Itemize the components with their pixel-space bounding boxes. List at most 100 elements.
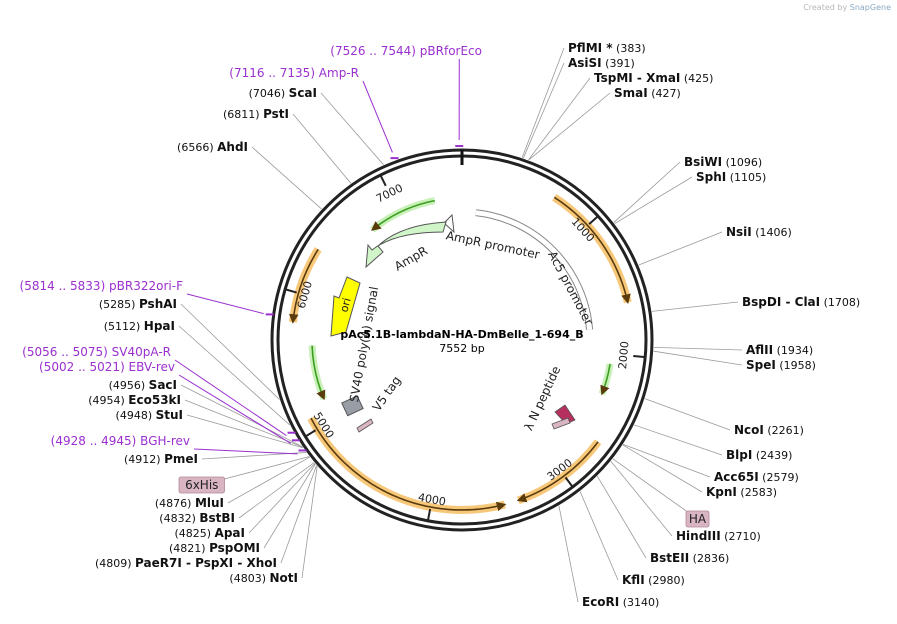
enzyme-leader-line — [528, 92, 611, 161]
tick-mark — [426, 508, 432, 521]
enzyme-label: (4825) ApaI — [174, 526, 245, 540]
enzyme-leader-line — [622, 444, 703, 493]
primer-label: (4928 .. 4945) BGH-rev — [51, 434, 190, 448]
primer-label: (5002 .. 5021) EBV-rev — [39, 360, 175, 374]
labels-layer: PflMI * (383)AsiSI (391)TspMI - XmaI (42… — [20, 41, 861, 609]
orf-direction-line-green — [371, 199, 435, 231]
enzyme-label: SpeI (1958) — [746, 358, 816, 372]
enzyme-leader-line — [251, 146, 322, 210]
enzyme-label: (4954) Eco53kI — [88, 393, 181, 407]
created-by-text: Created by — [803, 3, 848, 12]
ampr-label: AmpR — [392, 244, 430, 274]
center-title: pAc5.1B-lambdaN-HA-DmBelle_1-694_B 7552 … — [340, 328, 583, 355]
ac5-promoter-label: Ac5 promoter — [545, 249, 596, 328]
small-tag-box — [356, 418, 374, 433]
v5-tag-label: V5 tag — [370, 374, 404, 414]
enzyme-leader-line — [579, 491, 619, 581]
enzyme-leader-line — [180, 384, 303, 448]
enzyme-label: NsiI (1406) — [726, 225, 792, 239]
orf-direction-line-green — [600, 363, 611, 396]
plasmid-length: 7552 bp — [439, 342, 484, 355]
enzyme-label: BlpI (2439) — [726, 448, 792, 462]
ac5-promoter-arc-fill — [475, 210, 593, 330]
enzyme-leader-line — [614, 176, 693, 224]
enzyme-label: (5285) PshAI — [99, 297, 177, 311]
enzyme-label: BsiWI (1096) — [684, 155, 762, 169]
enzyme-label: HindIII (2710) — [676, 529, 761, 543]
enzyme-leader-line — [610, 461, 673, 537]
enzyme-leader-line — [178, 325, 291, 426]
enzyme-leader-line — [180, 303, 280, 400]
tag-box — [178, 476, 225, 494]
orf-direction-line — [553, 196, 631, 304]
enzyme-leader-line — [651, 301, 739, 312]
tick-mark — [379, 174, 387, 187]
enzyme-label: (6566) AhdI — [177, 140, 248, 154]
enzyme-leader-line — [280, 465, 317, 564]
enzyme-label: (4803) NotI — [229, 571, 298, 585]
enzyme-label: (4948) StuI — [116, 408, 183, 422]
tick-mark — [588, 215, 599, 225]
tick-label: 4000 — [417, 491, 447, 509]
enzyme-label: (6811) PstI — [223, 107, 289, 121]
primer-leader-line — [174, 359, 287, 437]
enzyme-leader-line — [238, 462, 315, 519]
orf-direction-line — [310, 417, 507, 512]
enzyme-leader-line — [634, 424, 723, 456]
backbone-layer — [270, 148, 654, 532]
enzyme-label: (4876) MluI — [155, 496, 224, 510]
snapgene-logo-text: SnapGene — [849, 3, 891, 12]
enzyme-label: SmaI (427) — [614, 86, 681, 100]
enzyme-label: PflMI * (383) — [568, 41, 646, 55]
enzyme-leader-line — [528, 77, 591, 161]
enzyme-leader-line — [653, 346, 743, 351]
enzyme-label: (4809) PaeR7I - PspXI - XhoI — [95, 556, 277, 570]
enzyme-leader-line — [301, 466, 318, 579]
enzyme-leader-line — [292, 113, 352, 184]
enzyme-label: BspDI - ClaI (1708) — [742, 295, 860, 309]
enzyme-leader-line — [186, 414, 304, 449]
tick-mark — [564, 476, 574, 488]
enzyme-leader-line — [613, 161, 681, 223]
enzyme-label: (4912) PmeI — [124, 452, 198, 466]
primer-label: (7116 .. 7135) Amp-R — [229, 66, 359, 80]
enzyme-leader-line — [622, 444, 711, 478]
tag-label: 6xHis — [185, 478, 218, 492]
orf-arc-green — [308, 345, 328, 401]
enzyme-label: (7046) ScaI — [249, 86, 317, 100]
tick-mark — [284, 288, 297, 294]
enzyme-label: AflII (1934) — [746, 343, 813, 357]
enzyme-leader-line — [644, 398, 731, 431]
v5-tag-box — [341, 395, 364, 417]
enzyme-label: AsiSI (391) — [568, 56, 635, 70]
tag-label: HA — [689, 512, 707, 526]
enzyme-leader-line — [248, 463, 316, 534]
enzyme-label: Acc65I (2579) — [714, 470, 799, 484]
primer-leader-line — [193, 448, 298, 455]
ampr-arrow — [365, 221, 447, 269]
orf-direction-line — [288, 248, 319, 324]
enzyme-label: BstEII (2836) — [650, 551, 729, 565]
tick-label: 2000 — [616, 341, 632, 370]
tag-box — [685, 510, 710, 528]
ori-arrow — [330, 276, 361, 337]
enzyme-leader-line — [263, 463, 316, 549]
tag-leader-line — [612, 458, 698, 520]
primer-leader-line — [178, 374, 292, 444]
primer-label: (5056 .. 5075) SV40pA-R — [22, 345, 171, 359]
label-lines-layer — [174, 47, 743, 603]
orf-direction-line-green — [311, 345, 326, 401]
tick-mark — [633, 355, 646, 359]
enzyme-leader-line — [521, 47, 565, 158]
enzyme-leader-line — [227, 456, 311, 504]
primer-leader-line — [362, 80, 393, 153]
enzyme-leader-line — [653, 350, 743, 366]
enzyme-label: (4832) BstBI — [159, 511, 235, 525]
orf-arc — [307, 416, 506, 514]
primer-leader-line — [186, 293, 264, 315]
enzyme-leader-line — [522, 62, 565, 159]
enzyme-label: EcoRI (3140) — [582, 595, 659, 609]
ori-label: ori — [337, 296, 353, 313]
primer-label: (5814 .. 5833) pBR322ori-F — [20, 279, 184, 293]
snapgene-branding: Created by SnapGene — [803, 3, 891, 12]
